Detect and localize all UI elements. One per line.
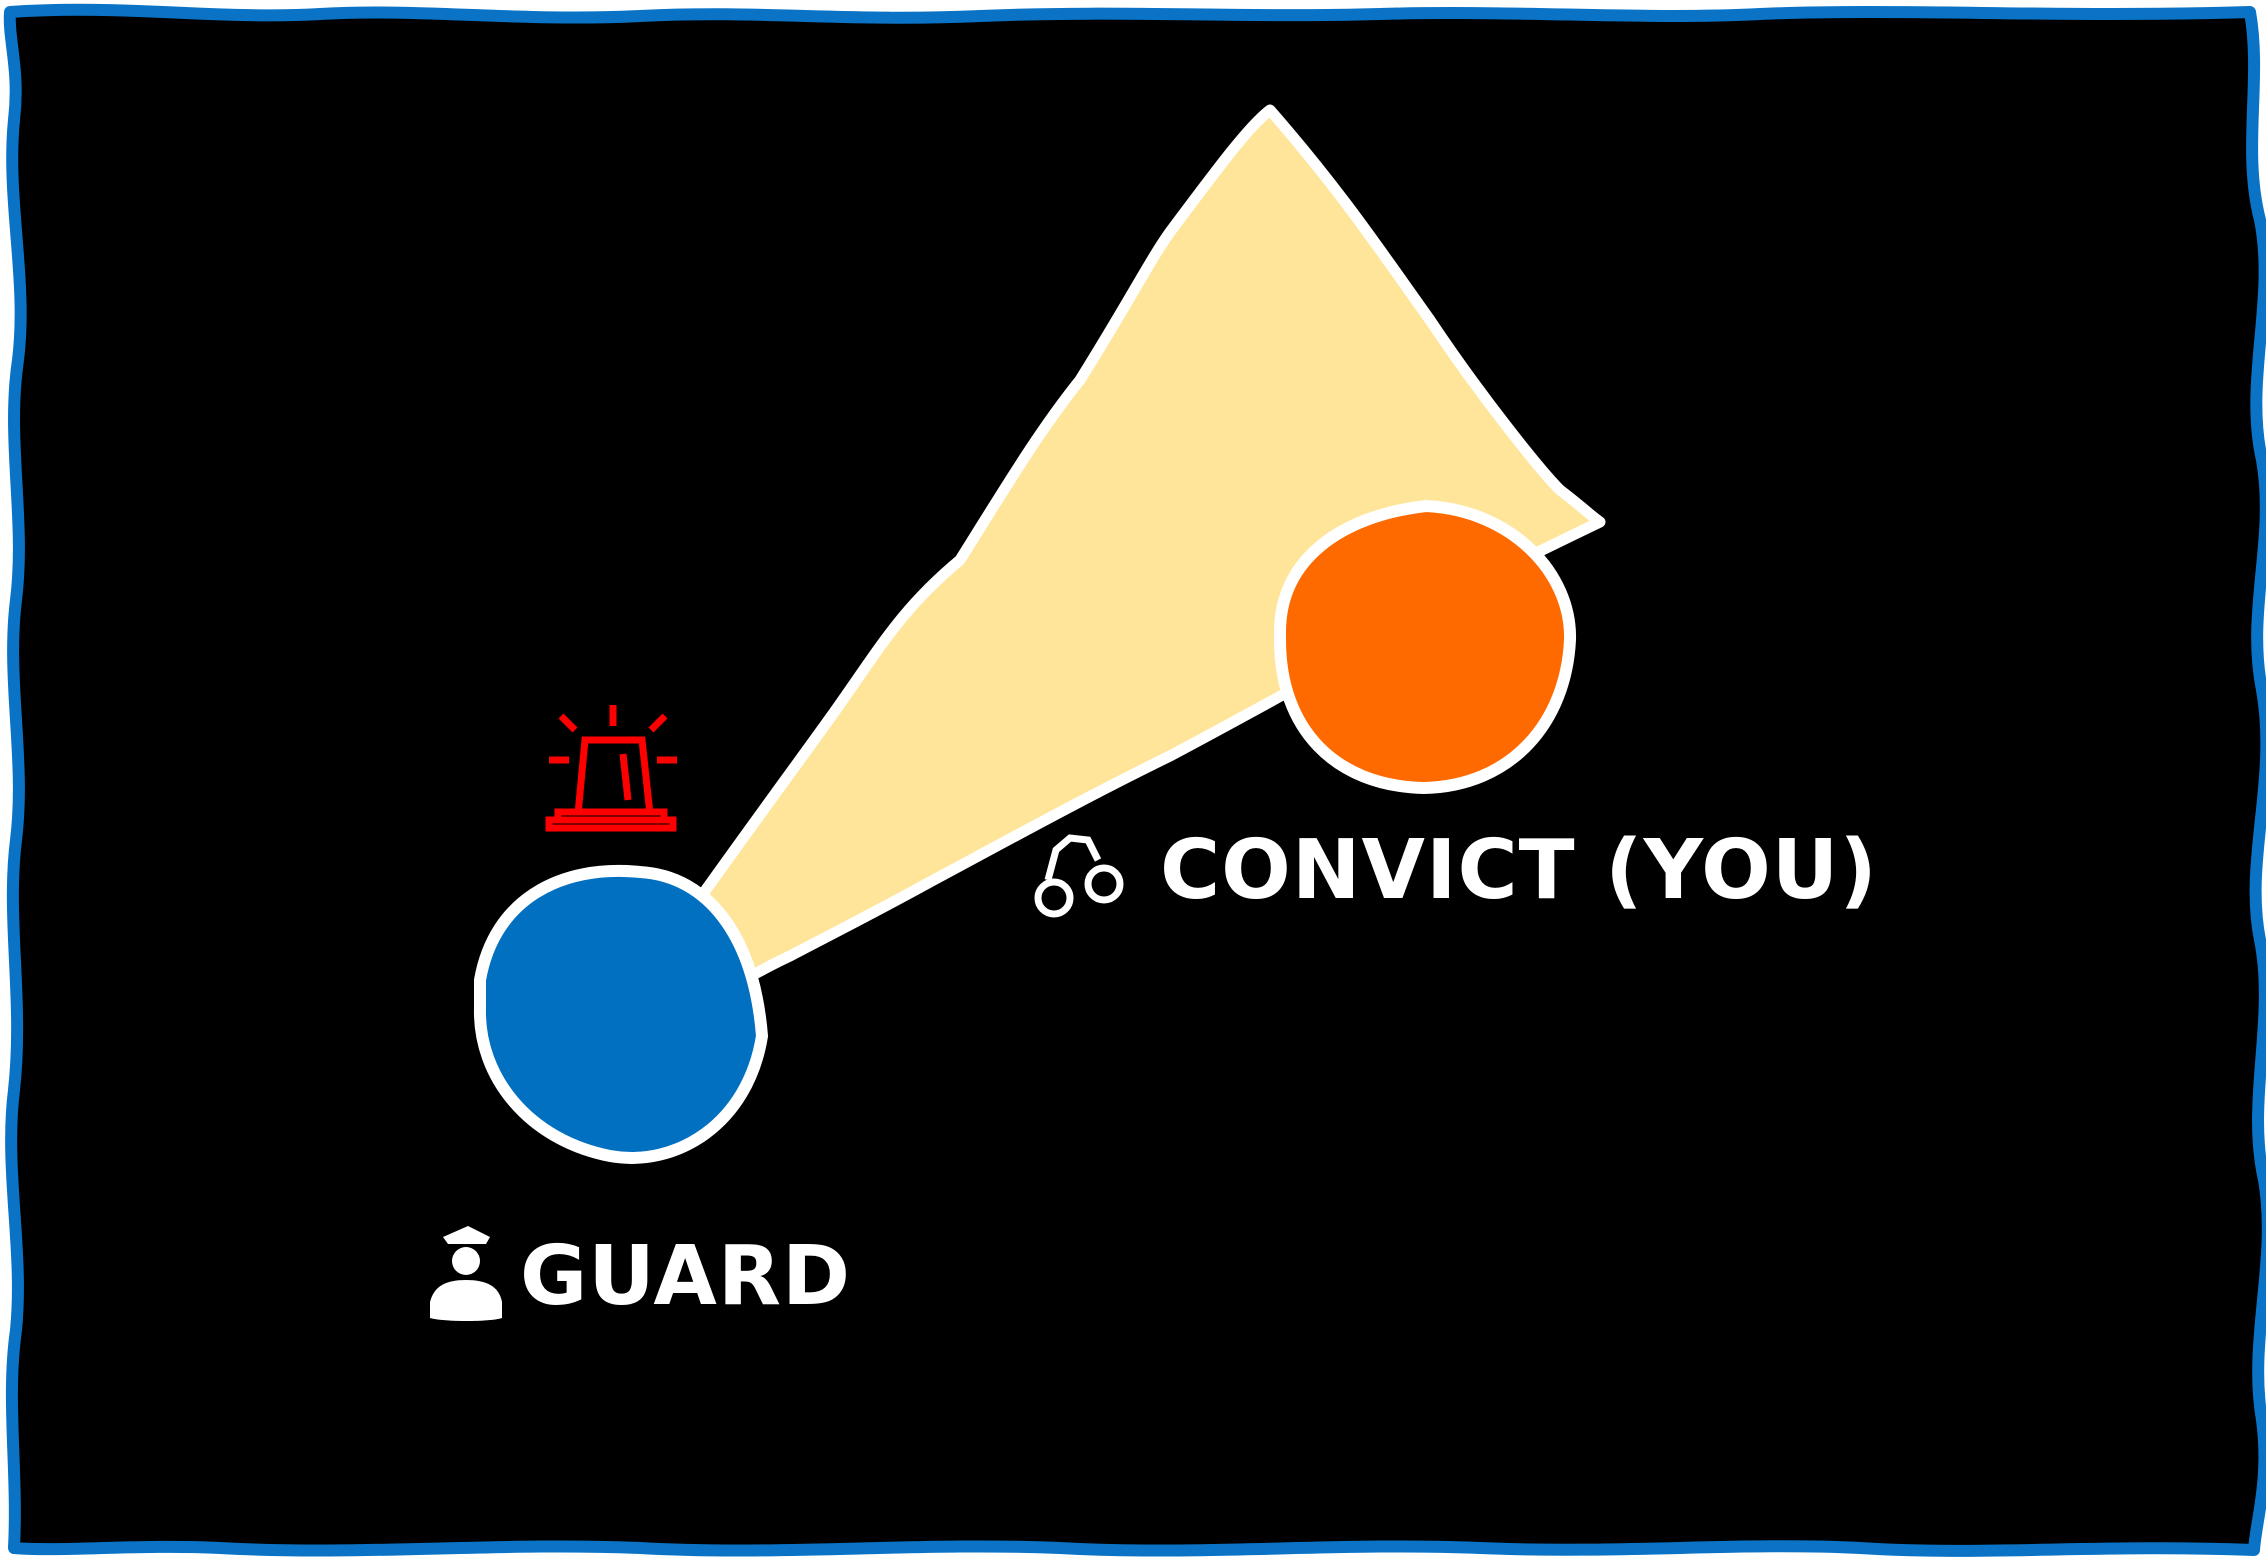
police-officer-icon [430, 1226, 502, 1321]
convict-label: CONVICT (YOU) [1034, 823, 1878, 918]
convict-name: CONVICT (YOU) [1160, 823, 1878, 918]
guard-label: GUARD [430, 1226, 851, 1324]
convict-token[interactable] [1274, 500, 1577, 794]
vision-cone [694, 104, 1606, 1000]
playfield [3, 3, 2266, 1557]
guard-token[interactable] [473, 865, 768, 1164]
siren-icon [545, 705, 677, 832]
guard-name: GUARD [520, 1229, 851, 1324]
handcuffs-icon [1034, 834, 1124, 918]
